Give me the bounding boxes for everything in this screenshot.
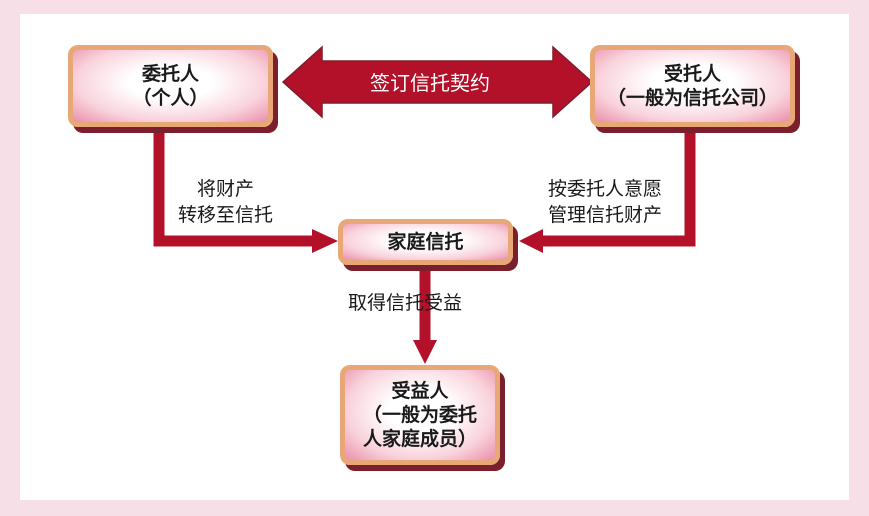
transfer-arrowhead (312, 229, 338, 253)
beneficiary-box: 受益人 （一般为委托 人家庭成员） (340, 365, 500, 465)
transfer-label-line2: 转移至信托 (178, 203, 274, 226)
contract-label: 签订信托契约 (370, 71, 490, 95)
benefit-arrowhead (413, 340, 437, 364)
transfer-label: 将财产 转移至信托 (178, 177, 273, 228)
manage-label-line2: 管理信托财产 (548, 203, 663, 226)
transfer-arrow-line (153, 126, 315, 247)
benefit-label: 取得信托受益 (348, 292, 463, 314)
trust-box: 家庭信托 (338, 219, 513, 265)
trustee-subtitle: （一般为信托公司） (606, 87, 778, 109)
manage-arrow-line (540, 126, 696, 247)
transfer-label-line1: 将财产 (197, 178, 255, 200)
trust-title: 家庭信托 (387, 230, 464, 253)
settlor-box: 委托人 （个人） (68, 45, 273, 127)
trustee-title: 受托人 (663, 62, 721, 85)
manage-label-line1: 按委托人意愿 (548, 178, 663, 200)
beneficiary-title: 受益人 (391, 379, 449, 402)
trustee-box: 受托人 （一般为信托公司） (590, 45, 795, 127)
manage-arrowhead (519, 229, 543, 253)
beneficiary-subtitle-1: （一般为委托 (362, 403, 477, 426)
beneficiary-subtitle-2: 人家庭成员） (362, 428, 477, 451)
settlor-subtitle: （个人） (132, 87, 209, 109)
settlor-title: 委托人 (141, 62, 199, 85)
manage-label: 按委托人意愿 管理信托财产 (548, 177, 662, 228)
